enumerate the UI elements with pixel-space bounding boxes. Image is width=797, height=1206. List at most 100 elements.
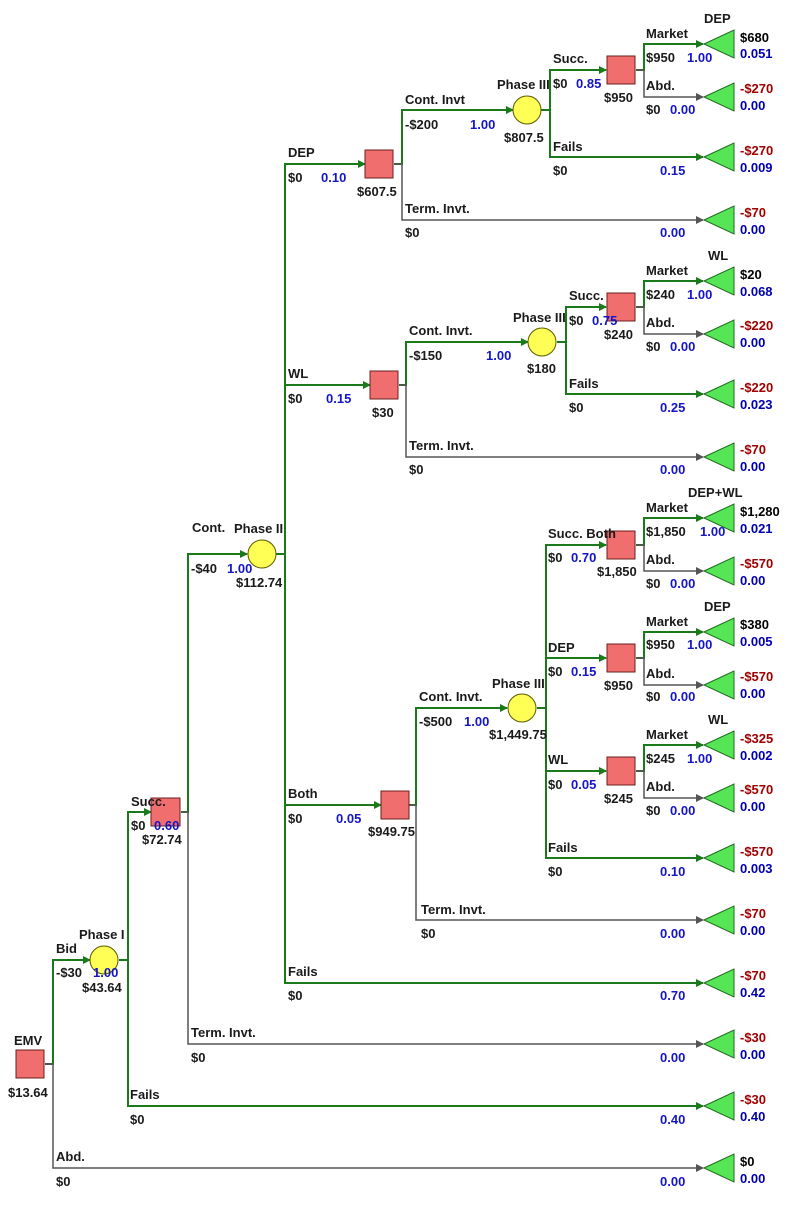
branch-wl-term <box>399 384 704 461</box>
branch-endprob-fails-phase2: 0.70 <box>660 988 685 1003</box>
terminal-payoff-7: -$220 <box>740 380 773 395</box>
both-abd-both-cost: $0 <box>646 576 660 591</box>
both-abd-both-label: Abd. <box>646 552 675 567</box>
terminal-node-4[interactable] <box>702 205 735 235</box>
wl-market-prob: 1.00 <box>687 287 712 302</box>
both-dep-cost: $0 <box>548 664 562 679</box>
decision-node-wl-succ[interactable] <box>606 292 636 322</box>
dep-fails-cost: $0 <box>553 163 567 178</box>
chance-node-dep-phase3[interactable] <box>512 95 542 125</box>
branch-both-term <box>409 804 704 924</box>
chance-node-phase2[interactable] <box>247 539 277 569</box>
both-market-both-cost: $1,850 <box>646 524 686 539</box>
terminal-prob-1: 0.051 <box>740 46 773 61</box>
branch-cost-cont: -$40 <box>191 561 217 576</box>
node-value-wl: $30 <box>372 405 394 420</box>
decision-node-both-wl[interactable] <box>606 756 636 786</box>
labels: EMV $13.64 Bid -$30 1.00 Phase I $43.64 … <box>8 11 743 1189</box>
terminal-node-3[interactable] <box>702 142 735 172</box>
chance-node-phase1[interactable] <box>89 945 119 975</box>
both-phase3-value: $1,449.75 <box>489 727 547 742</box>
terminal-node-1[interactable] <box>702 29 735 59</box>
terminal-node-13[interactable] <box>702 730 735 760</box>
decision-node-dep-succ[interactable] <box>606 55 636 85</box>
decision-node-wl[interactable] <box>369 370 399 400</box>
decision-nodes <box>15 55 636 1079</box>
dep-succ-value: $950 <box>604 90 633 105</box>
terminal-labels: $680 0.051 -$270 0.00 -$270 0.009 -$70 0… <box>740 30 780 1186</box>
chance-node-both-phase3[interactable] <box>507 693 537 723</box>
terminal-node-5[interactable] <box>702 266 735 296</box>
node-name-phase1: Phase I <box>79 927 125 942</box>
terminal-node-19[interactable] <box>702 1091 735 1121</box>
terminal-prob-3: 0.009 <box>740 160 773 175</box>
decision-node-both-succ[interactable] <box>606 530 636 560</box>
branch-cont <box>181 550 248 813</box>
dep-abd-label: Abd. <box>646 78 675 93</box>
both-abd-dep-label: Abd. <box>646 666 675 681</box>
terminal-node-6[interactable] <box>702 319 735 349</box>
terminal-node-18[interactable] <box>702 1029 735 1059</box>
terminal-payoff-6: -$220 <box>740 318 773 333</box>
terminal-node-20[interactable] <box>702 1153 735 1183</box>
branch-label-term-invt-1: Term. Invt. <box>191 1025 256 1040</box>
decision-node-dep[interactable] <box>364 149 394 179</box>
dep-fails-prob: 0.15 <box>660 163 685 178</box>
terminal-node-14[interactable] <box>702 783 735 813</box>
both-abd-wl-cost: $0 <box>646 803 660 818</box>
branch-both-abd-both <box>636 544 704 575</box>
decision-node-both[interactable] <box>380 790 410 820</box>
terminal-node-11[interactable] <box>702 617 735 647</box>
wl-phase3-value: $180 <box>527 361 556 376</box>
dep-abd-cost: $0 <box>646 102 660 117</box>
branch-cost-term-invt-1: $0 <box>191 1050 205 1065</box>
dep-market-prob: 1.00 <box>687 50 712 65</box>
terminal-node-17[interactable] <box>702 968 735 998</box>
node-name-emv: EMV <box>14 1033 43 1048</box>
both-wl-cost: $0 <box>548 777 562 792</box>
terminal-payoff-13: -$325 <box>740 731 773 746</box>
branch-prob-bid: 1.00 <box>93 965 118 980</box>
terminal-node-2[interactable] <box>702 82 735 112</box>
both-market-dep-cost: $950 <box>646 637 675 652</box>
branch-lines <box>45 40 704 1172</box>
both-wl-prob: 0.05 <box>571 777 596 792</box>
branch-wl <box>276 381 371 555</box>
both-term-cost: $0 <box>421 926 435 941</box>
terminal-prob-20: 0.00 <box>740 1171 765 1186</box>
decision-node-succ[interactable] <box>150 797 181 827</box>
terminal-node-15[interactable] <box>702 843 735 873</box>
terminal-node-12[interactable] <box>702 670 735 700</box>
branch-wl-fails <box>557 341 704 398</box>
branch-cost-fails-phase1: $0 <box>130 1112 144 1127</box>
terminal-prob-4: 0.00 <box>740 222 765 237</box>
wl-term-prob: 0.00 <box>660 462 685 477</box>
terminal-payoff-9: $1,280 <box>740 504 780 519</box>
both-market-dep-tag: DEP <box>704 599 731 614</box>
node-value-emv: $13.64 <box>8 1085 49 1100</box>
wl-succ-cost: $0 <box>569 313 583 328</box>
branch-cost-succ: $0 <box>131 818 145 833</box>
branch-label-dep: DEP <box>288 145 315 160</box>
branch-dep-term <box>394 163 704 224</box>
terminal-prob-8: 0.00 <box>740 459 765 474</box>
chance-node-wl-phase3[interactable] <box>527 327 557 357</box>
terminal-node-8[interactable] <box>702 442 735 472</box>
both-wl-value: $245 <box>604 791 633 806</box>
terminal-node-10[interactable] <box>702 556 735 586</box>
terminal-node-7[interactable] <box>702 379 735 409</box>
terminal-payoff-15: -$570 <box>740 844 773 859</box>
decision-node-both-dep[interactable] <box>606 643 636 673</box>
wl-cont-cost: -$150 <box>409 348 442 363</box>
wl-market-label: Market <box>646 263 689 278</box>
terminal-node-9[interactable] <box>702 503 735 533</box>
both-cont-label: Cont. Invt. <box>419 689 483 704</box>
terminal-node-16[interactable] <box>702 905 735 935</box>
both-market-wl-label: Market <box>646 727 689 742</box>
both-market-both-label: Market <box>646 500 689 515</box>
branch-both-abd-wl <box>636 770 704 802</box>
decision-node-emv[interactable] <box>15 1049 45 1079</box>
branch-cost-both: $0 <box>288 811 302 826</box>
